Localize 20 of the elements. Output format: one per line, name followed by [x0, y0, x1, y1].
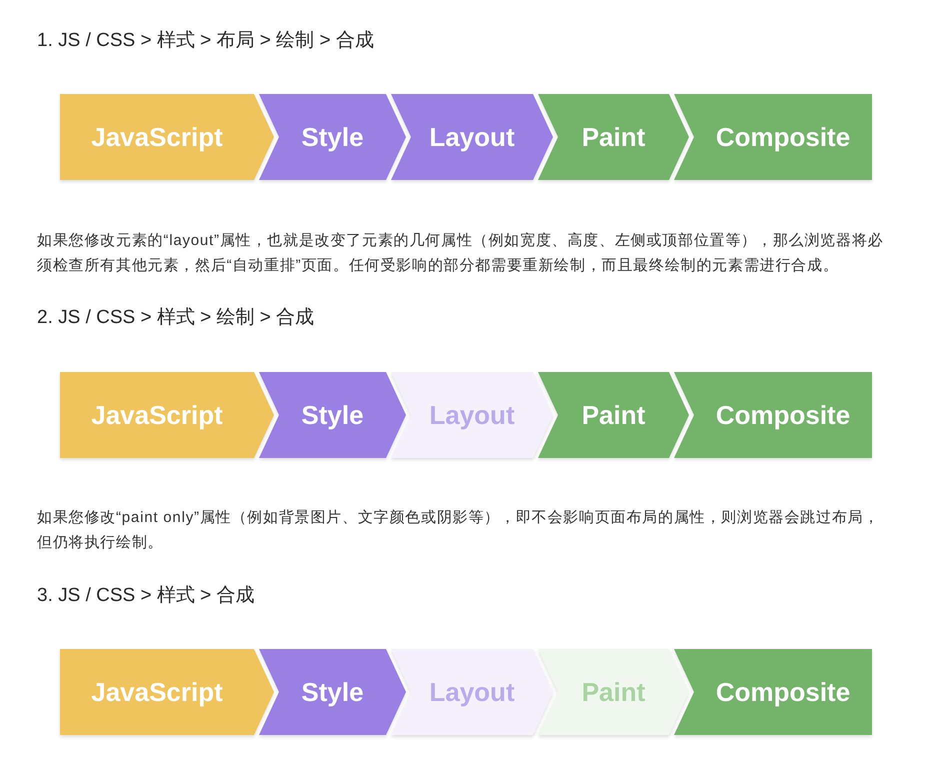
chevron-step: Layout: [391, 372, 553, 458]
heading: 1. JS / CSS > 样式 > 布局 > 绘制 > 合成: [37, 29, 374, 53]
chevron-step: Composite: [674, 372, 872, 458]
chevron-step: Composite: [674, 94, 872, 180]
chevron-step: Paint: [538, 94, 689, 180]
chevron-step: JavaScript: [60, 649, 274, 735]
chevron-step: JavaScript: [60, 94, 274, 180]
chevron-step: Layout: [391, 94, 553, 180]
chevron-step: Style: [259, 649, 406, 735]
paragraph: 如果您修改“paint only”属性（例如背景图片、文字颜色或阴影等），即不会影响页面布局的属性，则浏览器会跳过布局，但仍将执行绘制。: [37, 508, 880, 553]
heading: 2. JS / CSS > 样式 > 绘制 > 合成: [37, 306, 314, 330]
chevron-step: Paint: [538, 649, 689, 735]
chevron-step: Style: [259, 372, 406, 458]
chevron-step: Composite: [674, 649, 872, 735]
chevron-step: Paint: [538, 372, 689, 458]
heading: 3. JS / CSS > 样式 > 合成: [37, 584, 255, 608]
chevron-step: JavaScript: [60, 372, 274, 458]
chevron-step: Layout: [391, 649, 553, 735]
paragraph: 如果您修改元素的“layout”属性，也就是改变了元素的几何属性（例如宽度、高度、左侧或顶部位置等），那么浏览器将必须检查所有其他元素，然后“自动重排”页面。任何受影响的部分都需要重新绘制，而且最终绘制的元素需进行合成。: [37, 231, 884, 276]
chevron-step: Style: [259, 94, 406, 180]
